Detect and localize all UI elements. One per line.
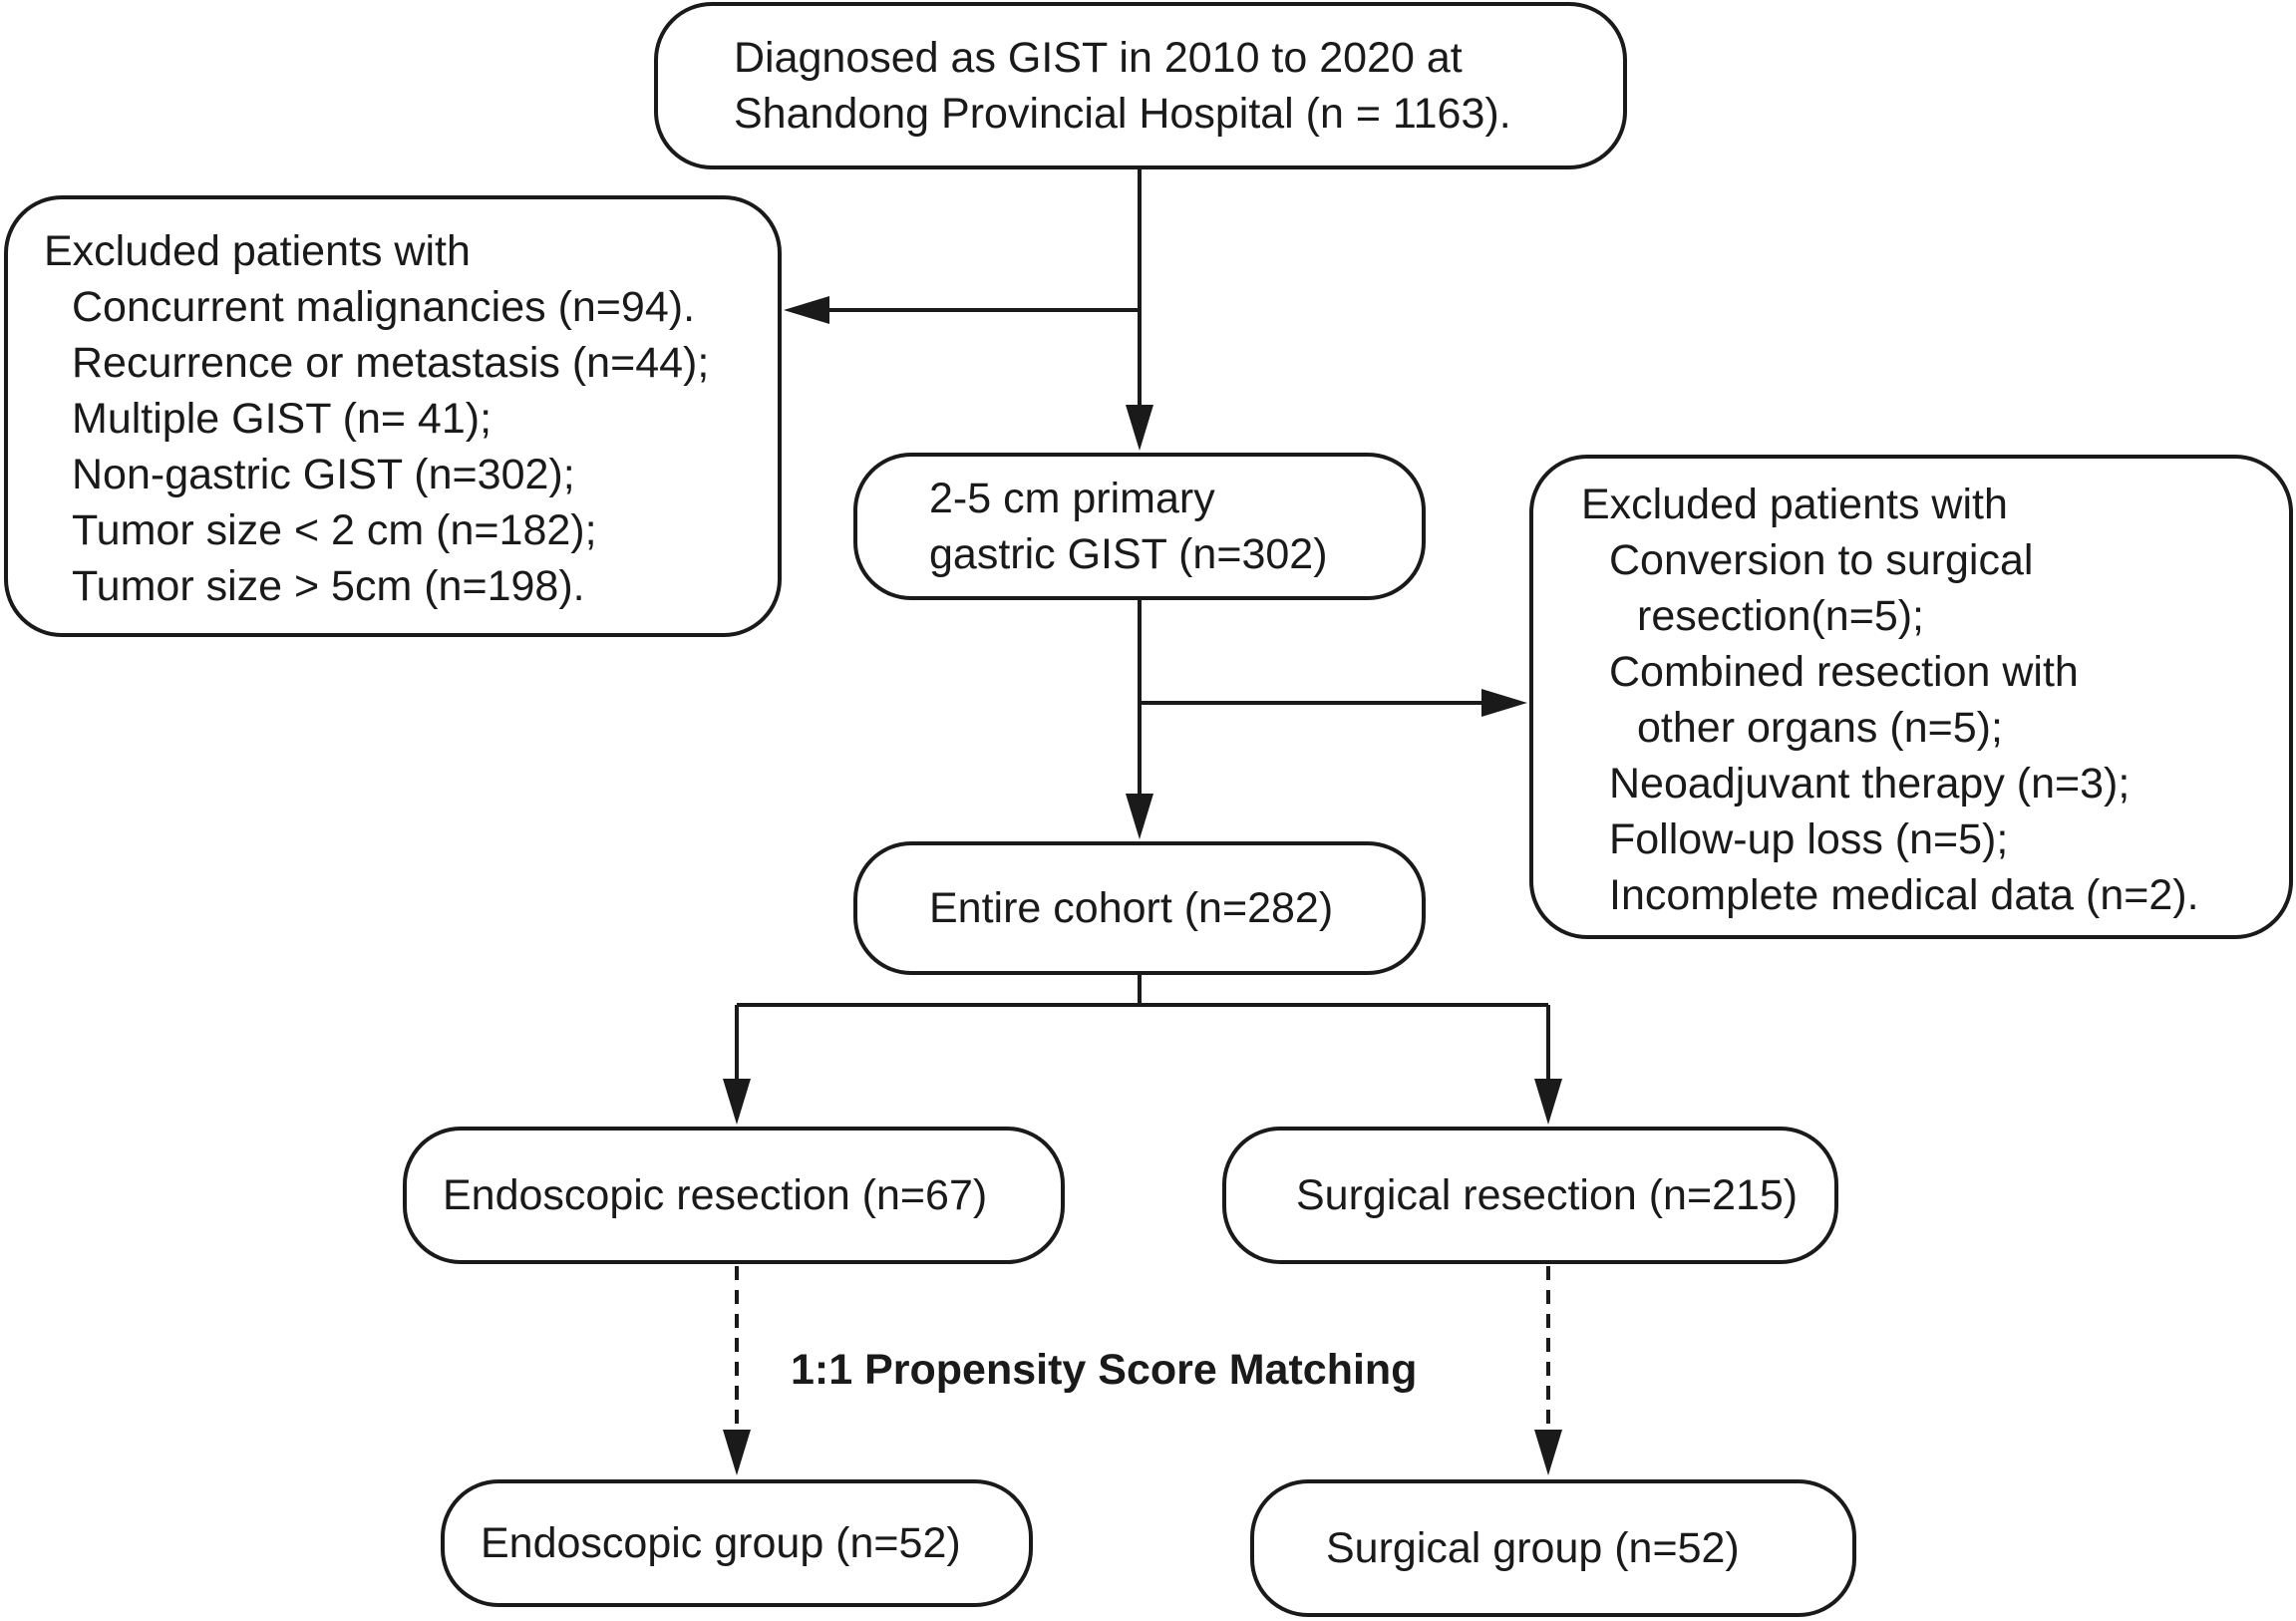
- exclusion-1-heading: Excluded patients with: [44, 227, 471, 275]
- exclusion-1-item: Tumor size < 2 cm (n=182);: [72, 506, 597, 554]
- source-line-1: Diagnosed as GIST in 2010 to 2020 at: [734, 34, 1463, 82]
- exclusion-2-item: Incomplete medical data (n=2).: [1609, 871, 2199, 919]
- surgical-resection-box: Surgical resection (n=215): [1222, 1127, 1838, 1264]
- surgical-resection-label: Surgical resection (n=215): [1296, 1171, 1799, 1219]
- primary-gist-box: 2-5 cm primary gastric GIST (n=302): [853, 453, 1426, 600]
- exclusion-1-item: Concurrent malignancies (n=94).: [72, 283, 696, 331]
- exclusion-box-initial: Excluded patients with Concurrent malign…: [4, 195, 782, 637]
- exclusion-2-item: Follow-up loss (n=5);: [1609, 815, 2009, 863]
- arrowhead-endoscopic-group: [723, 1430, 751, 1475]
- surgical-group-box: Surgical group (n=52): [1250, 1479, 1856, 1617]
- source-population-box: Diagnosed as GIST in 2010 to 2020 at Sha…: [654, 2, 1627, 169]
- exclusion-2-item-continued: resection(n=5);: [1637, 592, 1925, 640]
- exclusion-1-item: Recurrence or metastasis (n=44);: [72, 339, 710, 387]
- arrowhead-exclusion-2: [1481, 689, 1527, 717]
- primary-line-1: 2-5 cm primary: [929, 475, 1215, 522]
- exclusion-2-item-continued: other organs (n=5);: [1637, 704, 2003, 752]
- surgical-group-label: Surgical group (n=52): [1326, 1524, 1740, 1572]
- exclusion-2-item: Neoadjuvant therapy (n=3);: [1609, 760, 2131, 808]
- exclusion-1-item: Tumor size > 5cm (n=198).: [72, 562, 585, 610]
- exclusion-2-heading: Excluded patients with: [1581, 481, 2008, 528]
- endoscopic-group-box: Endoscopic group (n=52): [441, 1479, 1033, 1607]
- endoscopic-group-label: Endoscopic group (n=52): [481, 1519, 961, 1567]
- source-line-2: Shandong Provincial Hospital (n = 1163).: [734, 90, 1511, 138]
- exclusion-box-secondary: Excluded patients with Conversion to sur…: [1529, 455, 2293, 939]
- exclusion-2-item: Combined resection with: [1609, 648, 2079, 696]
- cohort-label: Entire cohort (n=282): [929, 884, 1334, 932]
- entire-cohort-box: Entire cohort (n=282): [853, 841, 1426, 975]
- primary-line-2: gastric GIST (n=302): [929, 530, 1328, 578]
- arrowhead-endoscopic-resection: [723, 1079, 751, 1125]
- arrowhead-surgical-group: [1534, 1430, 1562, 1475]
- exclusion-2-item: Conversion to surgical: [1609, 536, 2034, 584]
- endoscopic-resection-label: Endoscopic resection (n=67): [443, 1171, 988, 1219]
- arrowhead-primary: [1126, 405, 1153, 451]
- exclusion-1-item: Multiple GIST (n= 41);: [72, 395, 492, 443]
- arrowhead-exclusion-1: [784, 296, 829, 324]
- endoscopic-resection-box: Endoscopic resection (n=67): [403, 1127, 1065, 1264]
- arrowhead-surgical-resection: [1534, 1079, 1562, 1125]
- exclusion-1-item: Non-gastric GIST (n=302);: [72, 451, 575, 498]
- arrowhead-cohort: [1126, 794, 1153, 839]
- propensity-matching-label: 1:1 Propensity Score Matching: [791, 1346, 1418, 1394]
